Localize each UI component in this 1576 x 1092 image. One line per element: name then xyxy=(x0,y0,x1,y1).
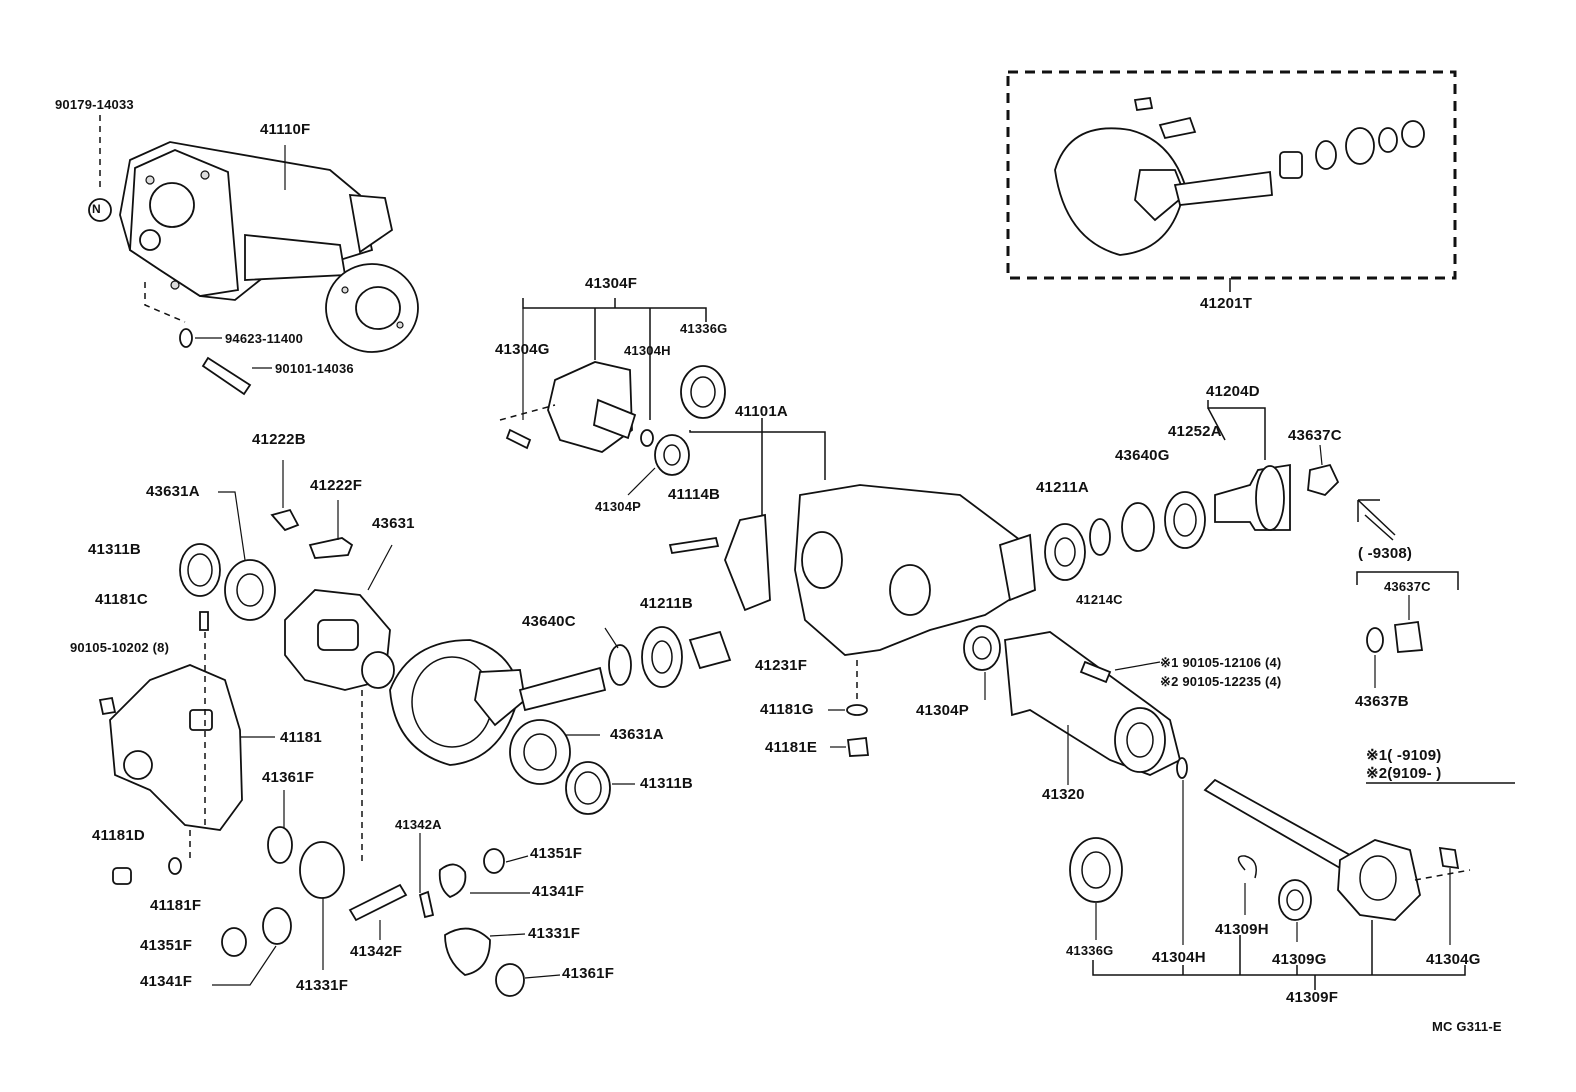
label-41304H-bottom: 41304H xyxy=(1152,949,1206,966)
label-41304F: 41304F xyxy=(585,275,638,292)
label-41114B: 41114B xyxy=(668,486,721,503)
label-41181: 41181 xyxy=(280,729,322,746)
label-43640G: 43640G xyxy=(1115,447,1170,464)
label-94623-11400: 94623-11400 xyxy=(225,331,304,346)
bolt-90101-14036 xyxy=(201,356,252,396)
washer-41361F xyxy=(267,826,293,864)
label-41231F: 41231F xyxy=(755,657,808,674)
label-41204D: 41204D xyxy=(1206,383,1260,400)
note-bolt-90105-12235: ※2 90105-12235 (4) xyxy=(1160,674,1282,689)
seal-43640G xyxy=(1121,502,1155,552)
rear-cover-41181 xyxy=(109,664,243,831)
legend-note-1: ※1( -9109) xyxy=(1366,747,1442,764)
bearing-41211B xyxy=(641,626,683,688)
label-41342A: 41342A xyxy=(395,817,442,832)
label-41181G: 41181G xyxy=(760,701,814,718)
ring-pinion-kit-box xyxy=(1006,70,1457,280)
plug-41181E xyxy=(846,737,870,757)
label-41331F-right: 41331F xyxy=(528,925,581,942)
bearing-41304P-mid xyxy=(963,625,1001,671)
label-41351F-left: 41351F xyxy=(140,937,193,954)
label-41201T: 41201T xyxy=(1200,295,1253,312)
label-41309G: 41309G xyxy=(1272,951,1327,968)
n-symbol-label: N xyxy=(92,202,101,216)
bearing-41211A xyxy=(1044,523,1086,581)
bearing-43631A-right xyxy=(509,719,571,785)
label-90179-14033: 90179-14033 xyxy=(55,97,134,112)
label-41304G-bottom: 41304G xyxy=(1426,951,1481,968)
label-41331F-left: 41331F xyxy=(296,977,349,994)
label-41181D: 41181D xyxy=(92,827,145,844)
label-41211B: 41211B xyxy=(640,595,693,612)
oil-seal-41311B xyxy=(179,543,221,597)
label-41304P-top: 41304P xyxy=(595,499,642,514)
label-41341F-right: 41341F xyxy=(532,883,585,900)
label-41320: 41320 xyxy=(1042,786,1085,803)
bolt-90105-12106 xyxy=(1079,660,1112,684)
label-41336G-top: 41336G xyxy=(680,321,728,336)
nut-43637C xyxy=(1307,463,1340,497)
spacer-41214C xyxy=(1089,518,1111,556)
label-43637C-mid: 43637C xyxy=(1384,579,1431,594)
collapsible-spacer-41231F xyxy=(688,630,732,670)
label-41181F: 41181F xyxy=(150,897,202,914)
label-41309F: 41309F xyxy=(1286,989,1339,1006)
label-41181C: 41181C xyxy=(95,591,148,608)
label-43637B: 43637B xyxy=(1355,693,1409,710)
label-41309H: 41309H xyxy=(1215,921,1269,938)
label-41342F: 41342F xyxy=(350,943,403,960)
label-90105-10202: 90105-10202 (8) xyxy=(70,640,170,655)
label-41101A: 41101A xyxy=(735,403,788,420)
bearing-41304P xyxy=(654,434,690,476)
label-41311B-right: 41311B xyxy=(640,775,693,792)
label-41222B: 41222B xyxy=(252,431,306,448)
label-41336G-bottom: 41336G xyxy=(1066,943,1114,958)
diagram-code: MC G311-E xyxy=(1432,1019,1502,1034)
label-43631A-right: 43631A xyxy=(610,726,664,743)
legend-note-2: ※2(9109- ) xyxy=(1366,765,1442,782)
oil-seal-41252A xyxy=(1164,491,1206,549)
label-41304G-top: 41304G xyxy=(495,341,550,358)
label-41181E: 41181E xyxy=(765,739,818,756)
label-9308-range: ( -9308) xyxy=(1358,545,1413,562)
oil-seal-41336G xyxy=(680,365,726,419)
axle-shaft xyxy=(1203,778,1352,870)
label-41222F: 41222F xyxy=(310,477,363,494)
axle-housing-assembly xyxy=(119,141,419,353)
n-marked-part-circle xyxy=(88,198,112,222)
gear-41341F xyxy=(262,907,292,945)
bolt-41114B xyxy=(668,536,720,555)
seal-41336G-bottom xyxy=(1069,837,1123,903)
gear-41331F xyxy=(299,841,345,899)
direction-arrow xyxy=(1357,499,1396,541)
label-41304P-mid: 41304P xyxy=(916,702,969,719)
bearing-43631A xyxy=(224,559,276,621)
note-bolt-90105-12106: ※1 90105-12106 (4) xyxy=(1160,655,1282,670)
label-41211A: 41211A xyxy=(1036,479,1089,496)
cover-plate-41304G xyxy=(547,361,633,453)
gasket-94623-11400 xyxy=(179,328,193,348)
label-41341F-left: 41341F xyxy=(140,973,193,990)
label-41110F: 41110F xyxy=(260,121,311,138)
label-41361F-left: 41361F xyxy=(262,769,315,786)
label-41361F-right: 41361F xyxy=(562,965,615,982)
label-41214C: 41214C xyxy=(1076,592,1123,607)
oil-seal-41311B-right xyxy=(565,761,611,815)
label-90101-14036: 90101-14036 xyxy=(275,361,354,376)
label-41311B-left: 41311B xyxy=(88,541,141,558)
label-41304H-top: 41304H xyxy=(624,343,671,358)
label-43640C: 43640C xyxy=(522,613,576,630)
label-41351F-right: 41351F xyxy=(530,845,583,862)
label-43631: 43631 xyxy=(372,515,415,532)
label-41252A: 41252A xyxy=(1168,423,1222,440)
label-43631A-left: 43631A xyxy=(146,483,200,500)
bearing-41309G xyxy=(1278,879,1312,921)
label-43637C-top: 43637C xyxy=(1288,427,1342,444)
washer-41361F-right xyxy=(495,963,525,997)
